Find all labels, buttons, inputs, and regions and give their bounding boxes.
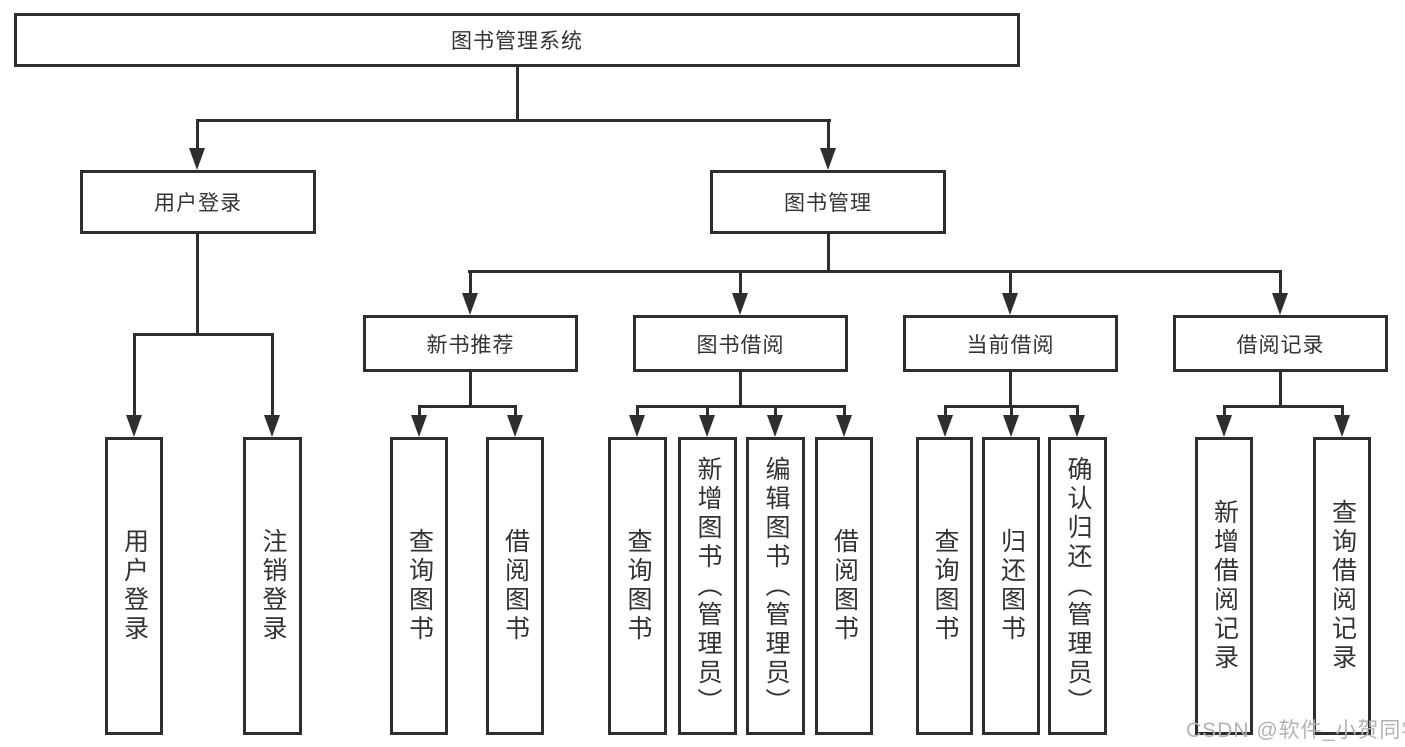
connector-borrow-records-drop	[1279, 372, 1282, 407]
leaf-logout: 注销登录	[243, 437, 302, 735]
leaf-confirm-return-admin: 确认归还（管理员）	[1048, 437, 1107, 735]
connector-shaft-leaf	[514, 405, 517, 419]
leaf-user-login: 用户登录	[105, 437, 163, 735]
node-current-borrowing: 当前借阅	[903, 315, 1118, 372]
connector-root-drop	[516, 67, 519, 121]
leaf-label: 查询图书	[624, 528, 652, 644]
leaf-label: 确认归还（管理员）	[1064, 455, 1092, 717]
node-label: 图书管理	[784, 192, 872, 215]
leaf-label: 查询图书	[405, 528, 434, 644]
node-label: 新书推荐	[426, 333, 515, 357]
watermark: CSDN @软件_小贺同学	[1186, 719, 1405, 742]
leaf-label: 用户登录	[120, 528, 149, 644]
arrowhead-leaf	[1003, 415, 1019, 437]
connector-shaft-leaf	[1010, 405, 1013, 419]
leaf-edit-books-admin: 编辑图书（管理员）	[746, 437, 805, 735]
arrowhead-book-management	[820, 148, 836, 170]
leaf-label: 借阅图书	[830, 528, 859, 644]
node-new-book-recommend: 新书推荐	[363, 315, 578, 372]
connector-shaft-logout-leaf	[271, 333, 274, 417]
leaf-return-books: 归还图书	[982, 437, 1040, 735]
connector-shaft-leaf	[1341, 405, 1344, 419]
connector-shaft-leaf	[418, 405, 421, 419]
node-borrowing-records: 借阅记录	[1173, 315, 1388, 372]
connector-user-login-drop	[196, 234, 199, 335]
connector-shaft-leaf	[636, 405, 639, 419]
arrowhead-leaf	[767, 415, 783, 437]
connector-shaft-current-borrow	[1009, 270, 1012, 295]
connector-current-borrow-drop	[1009, 372, 1012, 407]
leaf-query-books-3: 查询图书	[916, 437, 973, 735]
leaf-label: 新增图书（管理员）	[694, 455, 722, 717]
arrowhead-leaf	[836, 415, 852, 437]
node-label: 图书借阅	[696, 333, 785, 357]
connector-shaft-user-login	[196, 119, 199, 152]
connector-book-borrow-drop	[739, 372, 742, 407]
arrowhead-login-leaf	[126, 415, 142, 437]
leaf-query-books-1: 查询图书	[390, 437, 448, 735]
node-label: 借阅记录	[1236, 333, 1325, 357]
connector-shaft-leaf	[944, 405, 947, 419]
leaf-label: 新增借阅记录	[1210, 499, 1239, 673]
connector-shaft-book-management	[827, 119, 830, 152]
leaf-label: 编辑图书（管理员）	[762, 455, 790, 717]
connector-shaft-borrow-records	[1279, 270, 1282, 295]
connector-new-books-drop	[469, 372, 472, 407]
connector-book-mgmt-bar	[468, 270, 1282, 273]
arrowhead-leaf	[1069, 415, 1085, 437]
arrowhead-borrow-records	[1272, 293, 1288, 315]
leaf-label: 借阅图书	[501, 528, 530, 644]
connector-user-login-bar	[133, 333, 274, 336]
leaf-borrow-books-2: 借阅图书	[815, 437, 873, 735]
arrowhead-leaf	[507, 415, 523, 437]
node-label: 图书管理系统	[451, 30, 583, 53]
leaf-query-books-2: 查询图书	[608, 437, 667, 735]
node-label: 用户登录	[154, 192, 242, 215]
leaf-query-borrow-record: 查询借阅记录	[1313, 437, 1371, 735]
node-user-login: 用户登录	[80, 170, 316, 234]
connector-shaft-leaf	[1076, 405, 1079, 419]
arrowhead-logout-leaf	[264, 415, 280, 437]
arrowhead-current-borrow	[1002, 293, 1018, 315]
leaf-label: 查询借阅记录	[1328, 499, 1357, 673]
connector-new-books-bar	[418, 405, 517, 408]
arrowhead-new-books	[462, 293, 478, 315]
arrowhead-book-borrow	[732, 293, 748, 315]
connector-shaft-leaf	[1223, 405, 1226, 419]
connector-root-bar	[196, 119, 831, 122]
connector-shaft-leaf	[843, 405, 846, 419]
arrowhead-leaf	[1334, 415, 1350, 437]
leaf-label: 归还图书	[997, 528, 1026, 644]
connector-shaft-leaf	[774, 405, 777, 419]
connector-book-borrow-bar	[636, 405, 845, 408]
leaf-add-books-admin: 新增图书（管理员）	[678, 437, 737, 735]
connector-shaft-login-leaf	[133, 333, 136, 417]
connector-shaft-leaf	[706, 405, 709, 419]
leaf-label: 注销登录	[259, 528, 287, 644]
node-label: 当前借阅	[966, 333, 1055, 357]
arrowhead-leaf	[699, 415, 715, 437]
leaf-label: 查询图书	[931, 528, 959, 644]
node-library-management-system: 图书管理系统	[14, 13, 1020, 67]
node-book-management: 图书管理	[710, 170, 946, 234]
arrowhead-leaf	[629, 415, 645, 437]
arrowhead-leaf	[411, 415, 427, 437]
arrowhead-leaf	[1216, 415, 1232, 437]
node-book-borrowing: 图书借阅	[633, 315, 848, 372]
connector-shaft-book-borrow	[739, 270, 742, 295]
connector-book-mgmt-drop	[827, 234, 830, 273]
leaf-borrow-books-1: 借阅图书	[486, 437, 544, 735]
connector-shaft-new-books	[469, 270, 472, 295]
arrowhead-leaf	[937, 415, 953, 437]
arrowhead-user-login	[189, 148, 205, 170]
connector-borrow-records-bar	[1223, 405, 1343, 408]
leaf-add-borrow-record: 新增借阅记录	[1195, 437, 1253, 735]
